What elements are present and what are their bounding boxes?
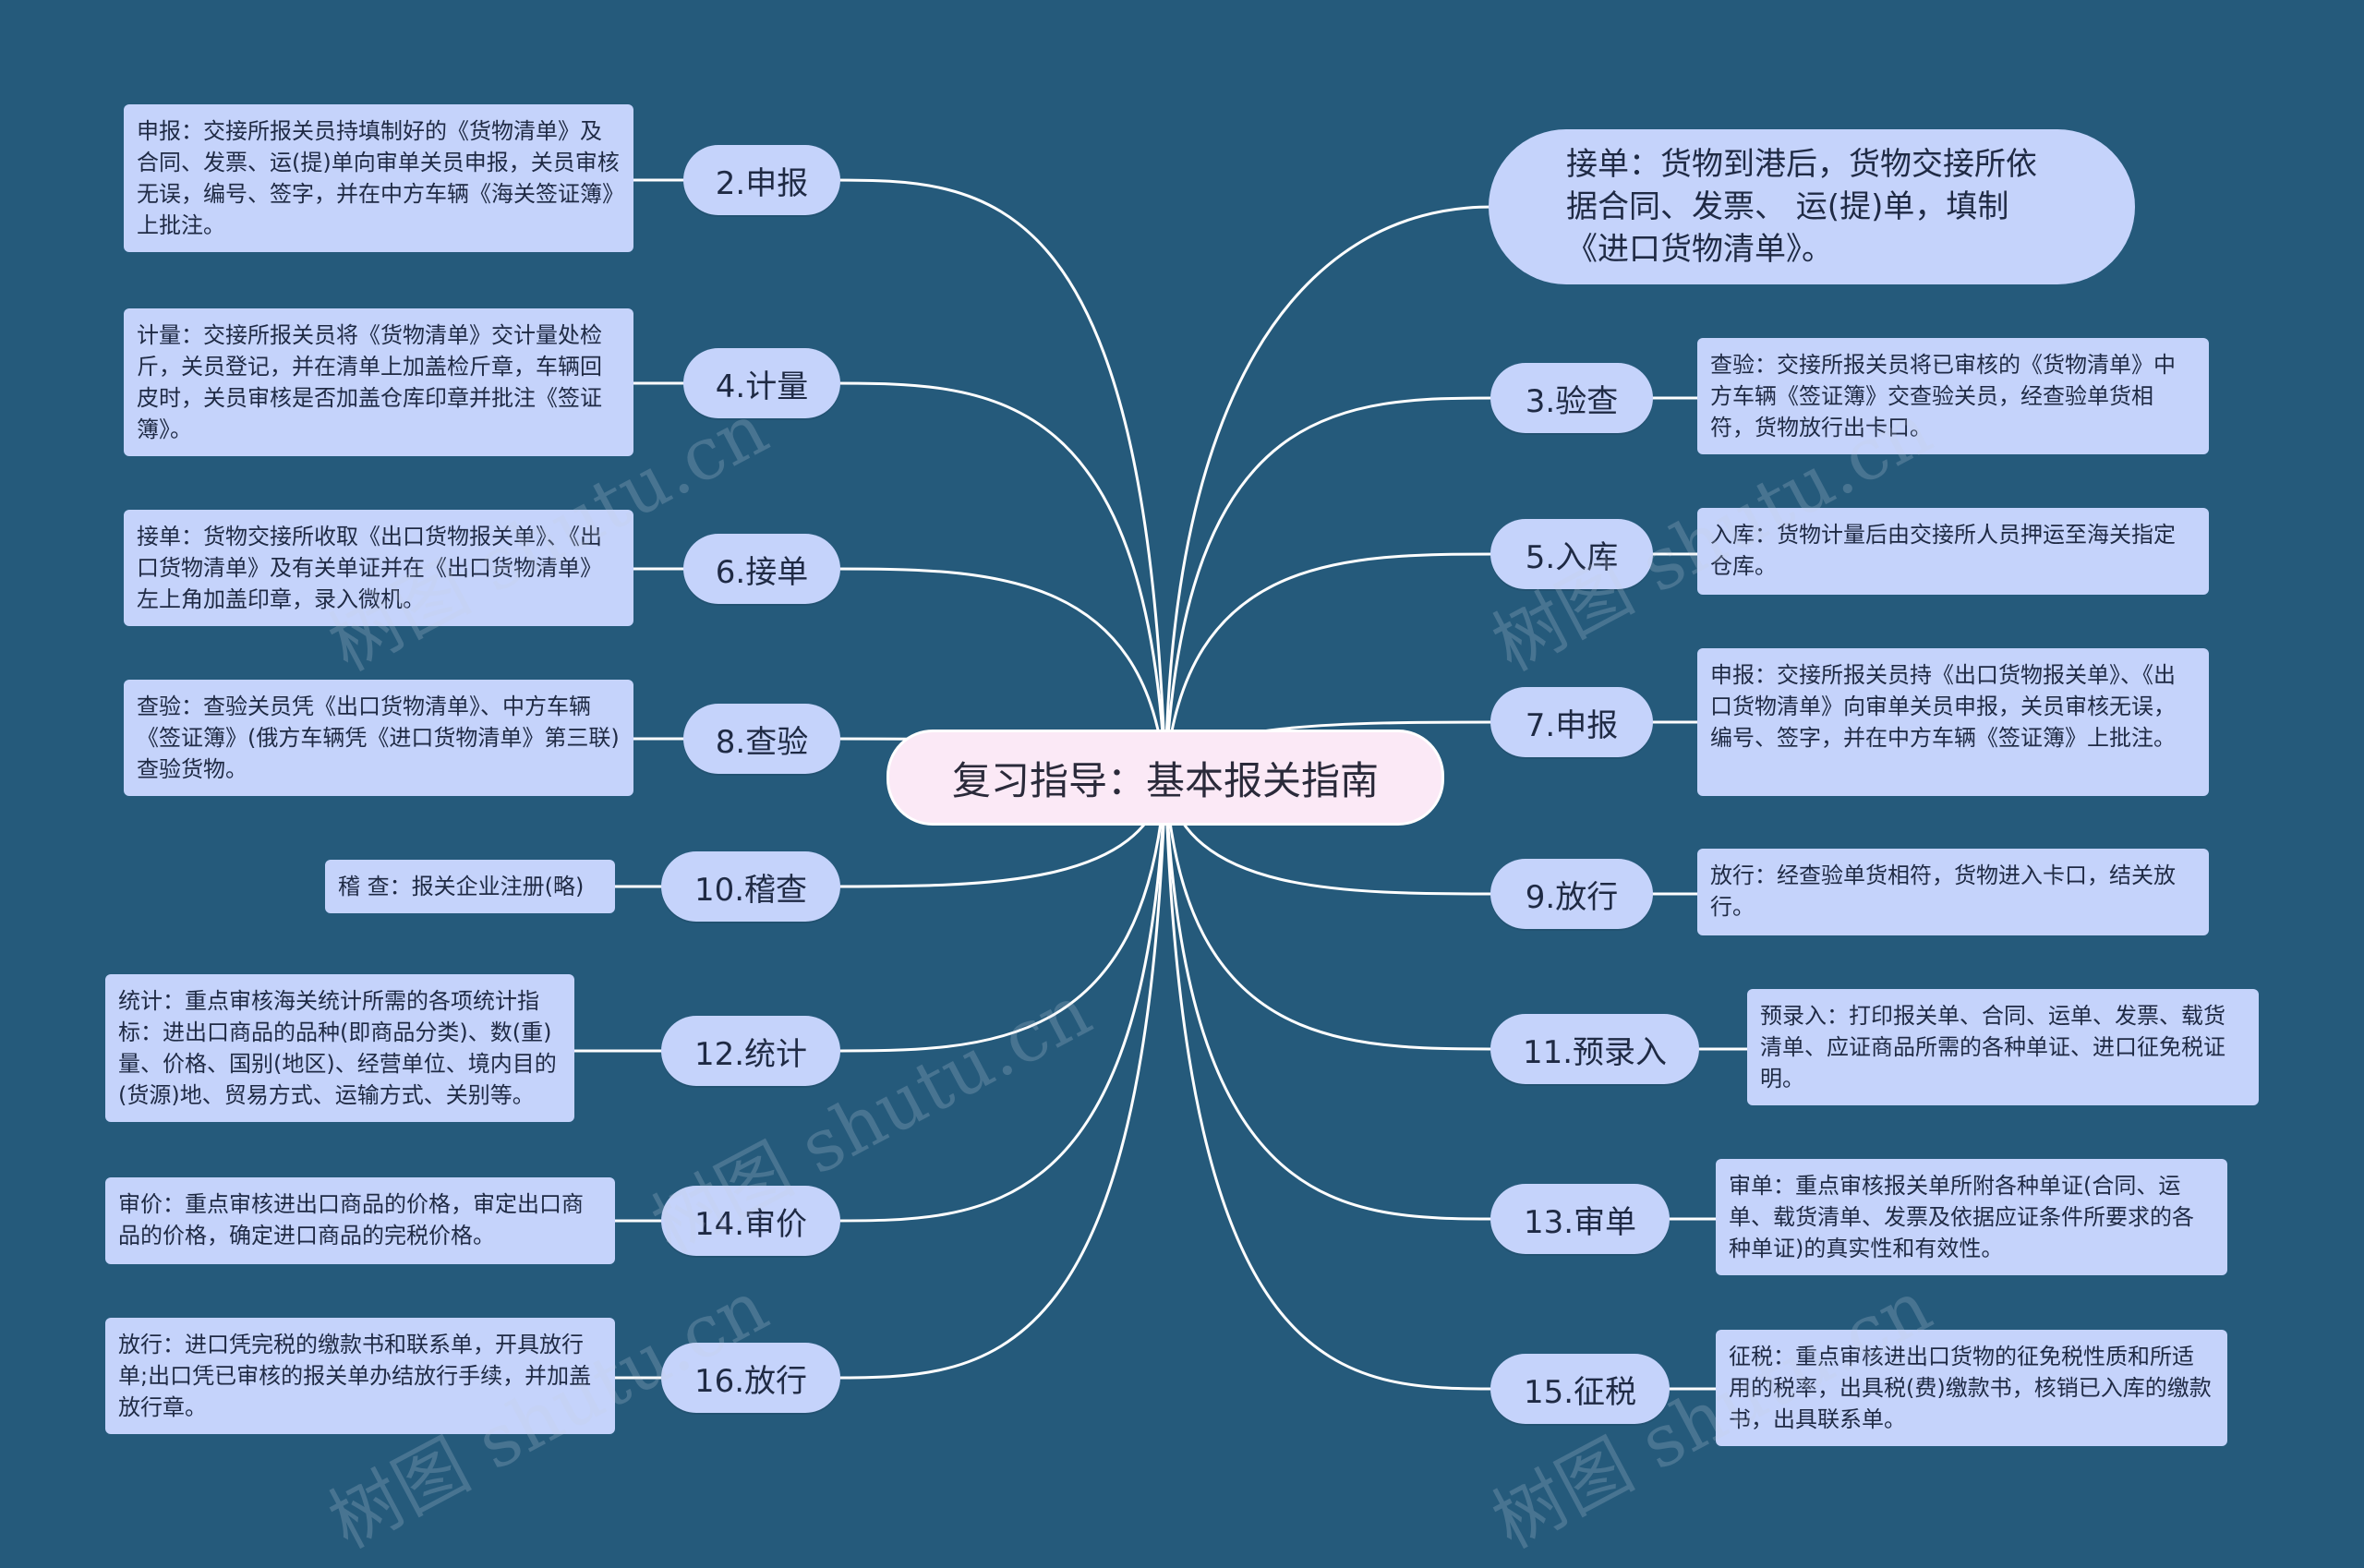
branch-connector-left-2 xyxy=(830,381,1167,778)
branch-node-right-1[interactable]: 3.验查 xyxy=(1490,363,1653,433)
branch-connector-left-3 xyxy=(830,567,1167,778)
branch-node-right-4[interactable]: 9.放行 xyxy=(1490,859,1653,929)
branch-connector-right-2 xyxy=(1164,552,1501,778)
branch-node-right-5-label: 11.预录入 xyxy=(1522,1033,1668,1071)
branch-node-left-5[interactable]: 10.稽查 xyxy=(661,851,840,922)
detail-note-left-3: 接单：货物交接所收取《出口货物报关单》、《出口货物清单》及有关单证并在《出口货物… xyxy=(124,510,633,626)
branch-node-left-6[interactable]: 12.统计 xyxy=(661,1016,840,1086)
detail-note-right-5: 预录入：打印报关单、合同、运单、发票、载货清单、应证商品所需的各种单证、进口征免… xyxy=(1747,989,2259,1105)
branch-node-left-3[interactable]: 6.接单 xyxy=(683,534,840,604)
branch-connector-right-7 xyxy=(1164,777,1501,1391)
branch-connector-right-6 xyxy=(1164,777,1501,1221)
branch-node-right-7-label: 15.征税 xyxy=(1523,1373,1637,1411)
detail-note-right-2: 入库：货物计量后由交接所人员押运至海关指定仓库。 xyxy=(1697,508,2209,595)
branch-node-right-6[interactable]: 13.审单 xyxy=(1490,1184,1670,1254)
branch-connector-left-1 xyxy=(830,178,1167,778)
detail-note-left-5: 稽 查：报关企业注册(略) xyxy=(325,860,615,913)
branch-connector-right-1 xyxy=(1164,396,1501,778)
branch-node-right-1-label: 3.验查 xyxy=(1525,382,1619,420)
branch-node-left-1[interactable]: 2.申报 xyxy=(683,145,840,215)
detail-note-left-8: 放行：进口凭完税的缴款书和联系单，开具放行单;出口凭已审核的报关单办结放行手续，… xyxy=(105,1318,615,1434)
branch-node-left-8-label: 16.放行 xyxy=(694,1362,808,1400)
branch-node-right-2[interactable]: 5.入库 xyxy=(1490,519,1653,589)
branch-node-left-7[interactable]: 14.审价 xyxy=(661,1186,840,1256)
branch-node-left-4[interactable]: 8.查验 xyxy=(683,704,840,774)
detail-note-left-4: 查验：查验关员凭《出口货物清单》、中方车辆《签证簿》(俄方车辆凭《进口货物清单》… xyxy=(124,680,633,796)
detail-note-left-7: 审价：重点审核进出口商品的价格，审定出口商品的价格，确定进口商品的完税价格。 xyxy=(105,1177,615,1264)
branch-connector-left-8 xyxy=(830,777,1167,1380)
branch-node-left-8[interactable]: 16.放行 xyxy=(661,1343,840,1413)
branch-node-left-5-label: 10.稽查 xyxy=(694,871,808,909)
detail-note-right-1: 查验：交接所报关员将已审核的《货物清单》中方车辆《签证簿》交查验关员，经查验单货… xyxy=(1697,338,2209,454)
branch-connector-left-7 xyxy=(830,777,1167,1223)
branch-node-left-2[interactable]: 4.计量 xyxy=(683,348,840,418)
branch-node-right-4-label: 9.放行 xyxy=(1525,878,1619,916)
branch-node-left-3-label: 6.接单 xyxy=(715,553,809,591)
detail-note-left-6: 统计：重点审核海关统计所需的各项统计指标：进出口商品的品种(即商品分类)、数(重… xyxy=(105,974,574,1122)
branch-node-right-2-label: 5.入库 xyxy=(1525,538,1619,576)
branch-node-left-7-label: 14.审价 xyxy=(694,1205,808,1243)
top-note-receive-order[interactable]: 接单：货物到港后，货物交接所依据合同、发票、 运(提)单，填制《进口货物清单》。 xyxy=(1489,129,2135,284)
top-note-text: 接单：货物到港后，货物交接所依据合同、发票、 运(提)单，填制《进口货物清单》。 xyxy=(1566,146,2037,268)
branch-node-right-3-label: 7.申报 xyxy=(1525,706,1619,744)
detail-note-right-7: 征税：重点审核进出口货物的征免税性质和所适用的税率，出具税(费)缴款书，核销已入… xyxy=(1716,1330,2227,1446)
branch-node-right-3[interactable]: 7.申报 xyxy=(1490,687,1653,757)
branch-node-right-6-label: 13.审单 xyxy=(1523,1203,1637,1241)
detail-note-left-2: 计量：交接所报关员将《货物清单》交计量处检斤，关员登记，并在清单上加盖检斤章，车… xyxy=(124,308,633,456)
branch-node-right-7[interactable]: 15.征税 xyxy=(1490,1354,1670,1424)
detail-note-right-4: 放行：经查验单货相符，货物进入卡口，结关放行。 xyxy=(1697,849,2209,935)
detail-note-right-6: 审单：重点审核报关单所附各种单证(合同、运单、载货清单、发票及依据应证条件所要求… xyxy=(1716,1159,2227,1275)
branch-node-left-6-label: 12.统计 xyxy=(694,1035,808,1073)
branch-node-right-5[interactable]: 11.预录入 xyxy=(1490,1014,1699,1084)
detail-note-right-3: 申报：交接所报关员持《出口货物报关单》、《出口货物清单》向审单关员申报，关员审核… xyxy=(1697,648,2209,796)
branch-connector-right-5 xyxy=(1164,777,1501,1051)
central-topic[interactable]: 复习指导：基本报关指南 xyxy=(886,730,1444,826)
branch-node-left-1-label: 2.申报 xyxy=(715,164,809,202)
branch-node-left-2-label: 4.计量 xyxy=(715,368,809,405)
branch-connector-left-6 xyxy=(830,777,1167,1053)
detail-note-left-1: 申报：交接所报关员持填制好的《货物清单》及合同、发票、运(提)单向审单关员申报，… xyxy=(124,104,633,252)
branch-node-left-4-label: 8.查验 xyxy=(715,723,809,761)
branch-connector-top-note xyxy=(1164,205,1497,778)
